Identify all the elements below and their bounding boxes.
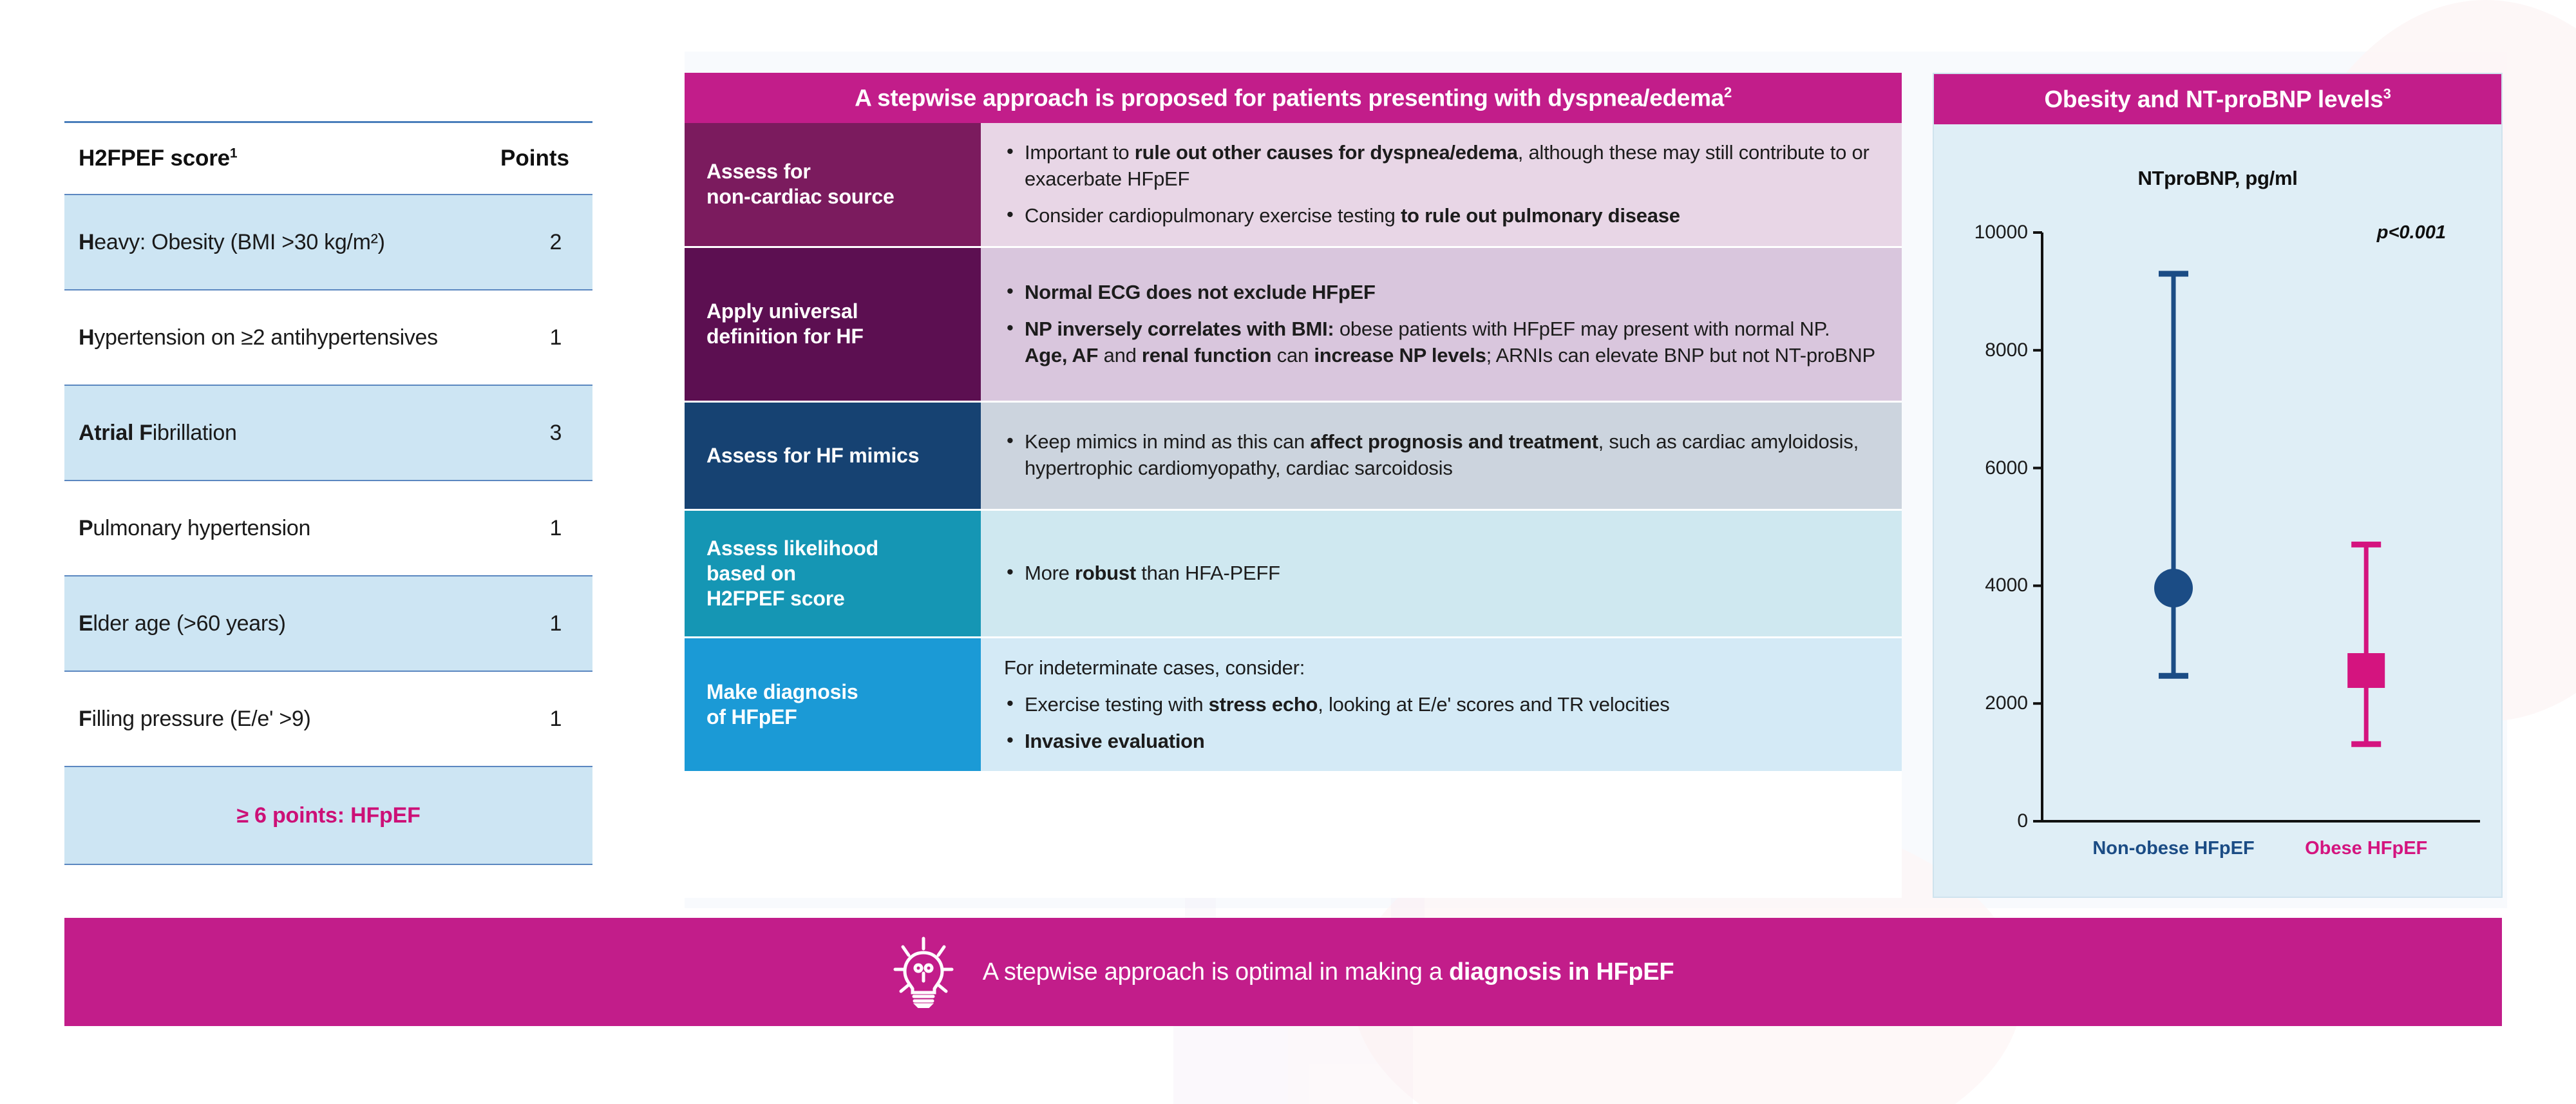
score-table-row: Hypertension on ≥2 antihypertensives 1 [64,290,592,385]
score-criterion-label: Pulmonary hypertension [79,515,311,540]
score-table-row: Atrial Fibrillation 3 [64,386,592,480]
step-content: More robust than HFA-PEFF [981,510,1902,636]
chart-title: Obesity and NT-proBNP levels3 [2044,85,2391,113]
y-tick-label: 2000 [1985,692,2028,714]
score-criterion-points: 1 [549,325,562,350]
score-table-title: H2FPEF score1 [79,146,238,171]
series-2 [2347,541,2385,747]
x-axis-category-label: Obese HFpEF [2305,838,2428,859]
step-intro-text: For indeterminate cases, consider: [1004,656,1305,679]
y-tick-label: 8000 [1985,339,2028,361]
score-table-header-row: H2FPEF score1 Points [64,123,592,194]
step-bullet-list: More robust than HFA-PEFF [1004,559,1876,587]
step-bullet: NP inversely correlates with BMI: obese … [1004,315,1876,369]
step-bullet: Invasive evaluation [1004,727,1876,755]
score-criterion-label: Elder age (>60 years) [79,611,286,636]
score-total-row: ≥ 6 points: HFpEF [64,767,592,864]
score-criterion-points: 1 [549,515,562,540]
step-bullet: Keep mimics in mind as this can affect p… [1004,428,1876,482]
obesity-ntprobnp-chart-panel: Obesity and NT-proBNP levels3 NTproBNP, … [1933,73,2503,898]
score-criterion-label: Filling pressure (E/e' >9) [79,706,311,731]
y-tick-label: 6000 [1985,457,2028,479]
score-criterion-label: Atrial Fibrillation [79,420,237,445]
step-bullet-list: Normal ECG does not exclude HFpEF NP inve… [1004,278,1876,369]
x-axis-category-label: Non-obese HFpEF [2092,838,2255,859]
series-1 [2154,271,2193,679]
stepwise-header: A stepwise approach is proposed for pati… [685,73,1902,123]
score-table-row: Elder age (>60 years) 1 [64,576,592,671]
score-criterion-label: Heavy: Obesity (BMI >30 kg/m²) [79,229,385,254]
step-bullet: Exercise testing with stress echo, looki… [1004,690,1876,718]
lightbulb-icon [893,937,954,1008]
step-bullet: Normal ECG does not exclude HFpEF [1004,278,1876,306]
score-table-points-header: Points [500,146,569,171]
step-content: Important to rule out other causes for d… [981,123,1902,246]
stepwise-step-3: Assess for HF mimics Keep mimics in mind … [685,402,1902,511]
step-bullet: Important to rule out other causes for d… [1004,138,1876,193]
chart-header: Obesity and NT-proBNP levels3 [1934,74,2501,124]
table-bottom-rule [64,864,592,865]
step-label: Assess for HF mimics [685,402,981,509]
data-point-marker [2154,569,2193,608]
step-content: Keep mimics in mind as this can affect p… [981,402,1902,509]
footer-takeaway-text: A stepwise approach is optimal in making… [982,958,1674,985]
score-criterion-points: 1 [549,611,562,636]
score-criterion-label: Hypertension on ≥2 antihypertensives [79,325,438,350]
step-content: For indeterminate cases, consider: Exerci… [981,638,1902,772]
key-takeaway-banner: A stepwise approach is optimal in making… [64,918,2502,1026]
step-bullet-list: Keep mimics in mind as this can affect p… [1004,428,1876,482]
step-bullet: Consider cardiopulmonary exercise testin… [1004,202,1876,229]
score-table-row: Filling pressure (E/e' >9) 1 [64,672,592,766]
h2fpef-score-table: H2FPEF score1 Points Heavy: Obesity (BMI… [64,121,592,881]
step-bullet-list: Important to rule out other causes for d… [1004,138,1876,229]
score-table-row: Pulmonary hypertension 1 [64,481,592,575]
score-table-row: Heavy: Obesity (BMI >30 kg/m²) 2 [64,195,592,289]
stepwise-title: A stepwise approach is proposed for pati… [855,84,1732,111]
score-total-text: ≥ 6 points: HFpEF [236,803,421,828]
score-criterion-points: 3 [549,420,562,445]
y-tick-label: 4000 [1985,575,2028,596]
score-criterion-points: 1 [549,706,562,731]
stepwise-approach-panel: A stepwise approach is proposed for pati… [685,73,1902,898]
data-point-marker [2347,653,2385,689]
score-criterion-points: 2 [549,229,562,254]
step-content: Normal ECG does not exclude HFpEF NP inve… [981,247,1902,401]
y-tick-label: 0 [2017,810,2028,832]
y-tick-label: 10000 [1974,222,2028,243]
step-bullet: More robust than HFA-PEFF [1004,559,1876,587]
step-bullet-list: Exercise testing with stress echo, looki… [1004,690,1876,755]
